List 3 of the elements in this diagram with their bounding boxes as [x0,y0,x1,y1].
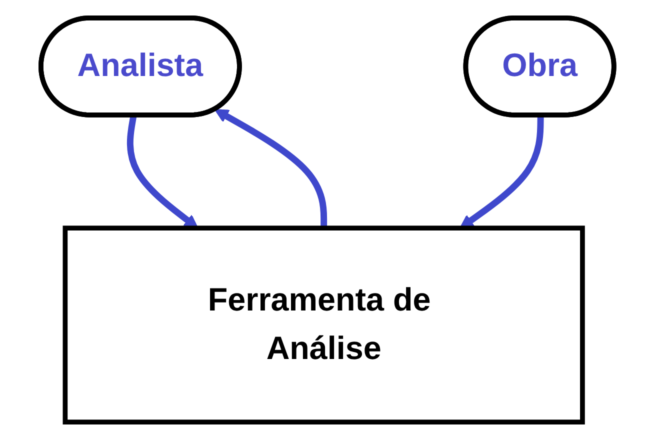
arrow [214,108,327,228]
node-box [62,225,584,424]
flowchart: Analista Obra Ferramenta de Análise [28,4,626,434]
